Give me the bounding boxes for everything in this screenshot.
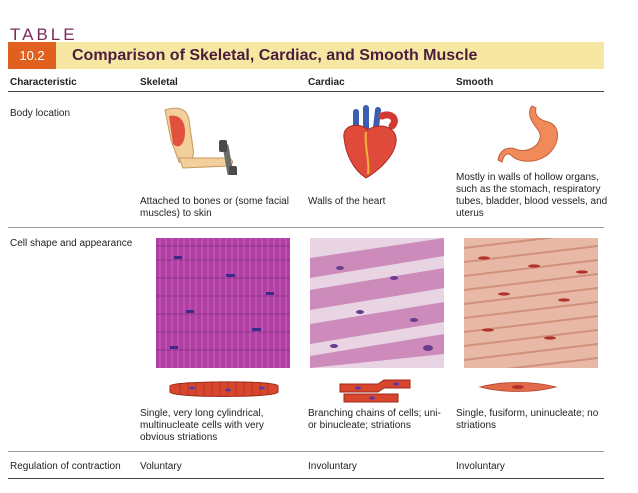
header-skeletal: Skeletal <box>140 77 178 88</box>
cell-smooth-shape: Single, fusiform, uninucleate; no striat… <box>456 408 599 431</box>
smooth-cell-icon <box>478 382 558 392</box>
cell-smooth-regulation: Involuntary <box>456 461 505 472</box>
cell-smooth-location: Mostly in walls of hollow organs, such a… <box>456 172 608 219</box>
heart-icon <box>343 105 398 179</box>
table-title: Comparison of Skeletal, Cardiac, and Smo… <box>72 47 478 64</box>
skeletal-micrograph <box>156 238 290 368</box>
row-rule-2 <box>8 451 604 452</box>
stomach-icon <box>497 105 558 163</box>
row-label-regulation: Regulation of contraction <box>10 461 121 472</box>
row-label-cell-shape: Cell shape and appearance <box>10 238 133 249</box>
header-rule <box>8 91 604 92</box>
smooth-micrograph <box>464 238 598 368</box>
table-label: TABLE <box>10 25 78 44</box>
arm-dumbbell-icon <box>164 107 237 175</box>
cell-cardiac-location: Walls of the heart <box>308 196 386 207</box>
cell-skeletal-location: Attached to bones or (some facial muscle… <box>140 196 289 219</box>
cardiac-cells-icon <box>339 379 411 403</box>
row-label-body-location: Body location <box>10 108 71 119</box>
header-smooth: Smooth <box>456 77 494 88</box>
table-number: 10.2 <box>8 42 56 69</box>
cell-cardiac-regulation: Involuntary <box>308 461 357 472</box>
skeletal-fiber-icon <box>169 381 279 397</box>
cell-skeletal-regulation: Voluntary <box>140 461 182 472</box>
header-characteristic: Characteristic <box>10 77 77 88</box>
bottom-rule <box>8 478 604 479</box>
title-bar: 10.2 Comparison of Skeletal, Cardiac, an… <box>8 42 604 69</box>
cardiac-micrograph <box>310 238 444 368</box>
cell-cardiac-shape: Branching chains of cells; uni- or binuc… <box>308 408 441 431</box>
header-cardiac: Cardiac <box>308 77 345 88</box>
cell-skeletal-shape: Single, very long cylindrical, multinucl… <box>140 408 264 443</box>
row-rule-1 <box>8 227 604 228</box>
